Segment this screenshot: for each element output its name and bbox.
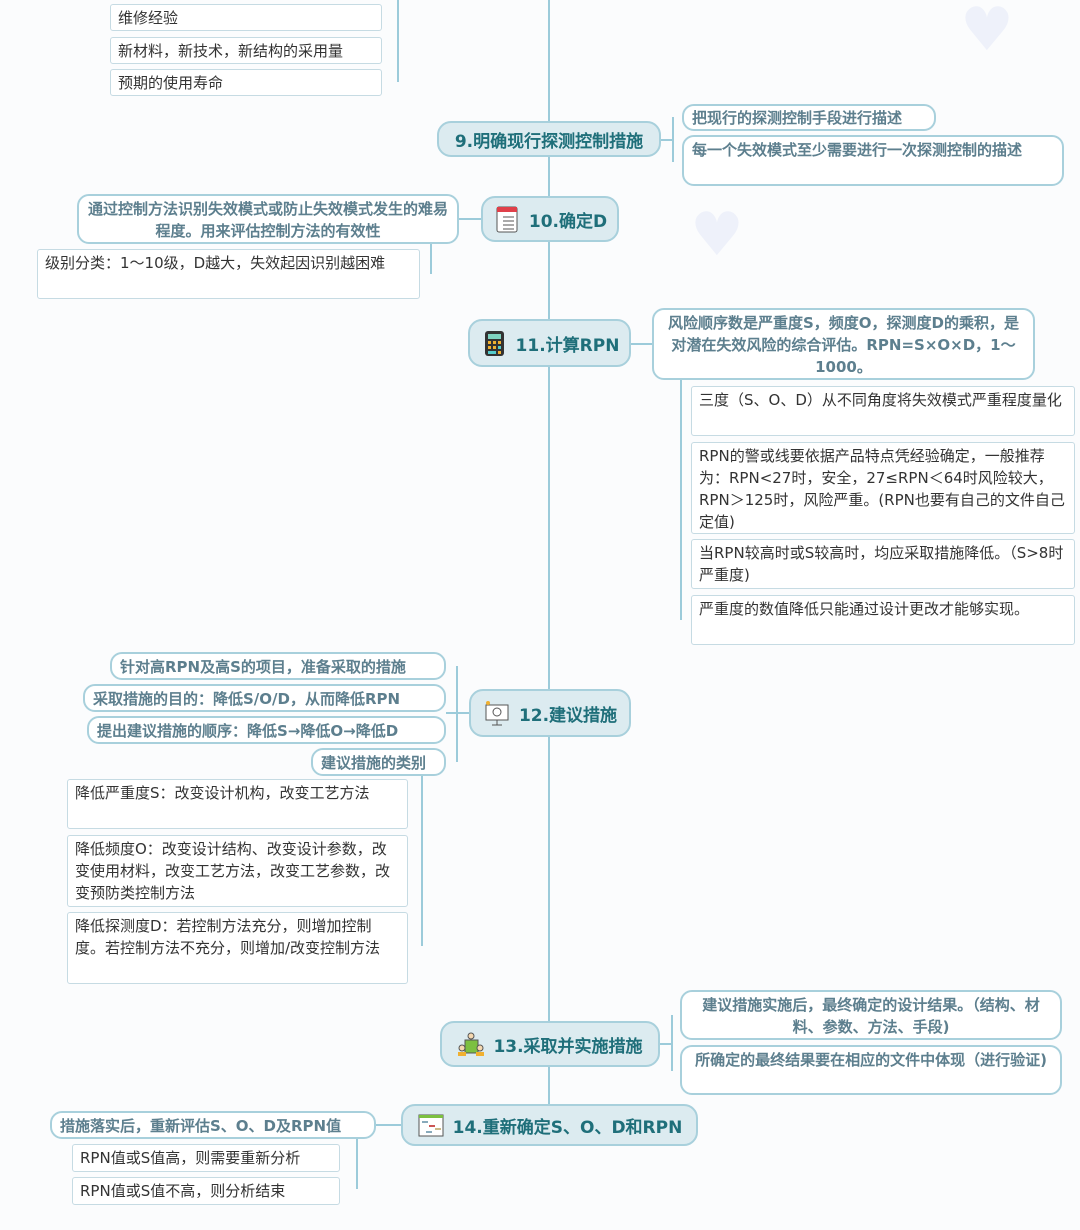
topic-label: 13.采取并实施措施 xyxy=(493,1036,643,1057)
topic-14[interactable]: 14.重新确定S、O、D和RPN xyxy=(401,1104,698,1146)
connector xyxy=(672,117,674,162)
subtopic[interactable]: 措施落实后，重新评估S、O、D及RPN值 xyxy=(50,1111,376,1139)
subtopic[interactable]: 每一个失效模式至少需要进行一次探测控制的描述 xyxy=(682,135,1064,186)
detail-node[interactable]: 降低严重度S：改变设计机构，改变工艺方法 xyxy=(67,779,408,829)
detail-node[interactable]: 级别分类：1～10级，D越大，失效起因识别越困难 xyxy=(37,249,420,299)
topic-label: 10.确定D xyxy=(528,211,608,232)
detail-node[interactable]: 严重度的数值降低只能通过设计更改才能够实现。 xyxy=(691,595,1075,645)
subtopic[interactable]: 所确定的最终结果要在相应的文件中体现（进行验证) xyxy=(680,1045,1062,1095)
subtopic[interactable]: 采取措施的目的：降低S/O/D，从而降低RPN xyxy=(83,684,446,712)
detail-node[interactable]: 三度（S、O、D）从不同角度将失效模式严重程度量化 xyxy=(691,386,1075,436)
heart-decoration-icon: ♥ xyxy=(960,0,1014,65)
connector xyxy=(376,1124,401,1126)
topic-12[interactable]: 12.建议措施 xyxy=(469,689,631,737)
detail-node[interactable]: RPN值或S值高，则需要重新分析 xyxy=(72,1144,340,1172)
detail-node[interactable]: RPN的警或线要依据产品特点凭经验确定，一般推荐为：RPN<27时，安全，27≤… xyxy=(691,442,1075,534)
subtopic[interactable]: 提出建议措施的顺序：降低S→降低O→降低D xyxy=(87,716,446,744)
connector xyxy=(661,139,673,141)
main-spine xyxy=(548,0,550,1110)
connector xyxy=(631,343,652,345)
topic-11[interactable]: 11.计算RPN xyxy=(468,319,631,367)
detail-node[interactable]: 当RPN较高时或S较高时，均应采取措施降低。（S>8时严重度) xyxy=(691,539,1075,589)
flowchart-icon xyxy=(418,1114,444,1137)
subtopic[interactable]: 建议措施的类别 xyxy=(311,748,446,776)
detail-node[interactable]: RPN值或S值不高，则分析结束 xyxy=(72,1177,340,1205)
detail-node[interactable]: 维修经验 xyxy=(110,4,382,31)
connector xyxy=(459,218,481,220)
subtopic[interactable]: 风险顺序数是严重度S，频度O，探测度D的乘积，是对潜在失效风险的综合评估。RPN… xyxy=(652,308,1035,380)
subtopic[interactable]: 通过控制方法识别失效模式或防止失效模式发生的难易程度。用来评估控制方法的有效性 xyxy=(77,194,459,244)
connector xyxy=(421,776,423,946)
subtopic[interactable]: 针对高RPN及高S的项目，准备采取的措施 xyxy=(110,652,446,680)
topic-label: 11.计算RPN xyxy=(515,335,620,356)
connector xyxy=(397,0,399,82)
topic-13[interactable]: 13.采取并实施措施 xyxy=(440,1021,660,1067)
topic-label: 12.建议措施 xyxy=(518,705,618,726)
calculator-icon xyxy=(484,331,504,356)
detail-node[interactable]: 降低探测度D：若控制方法充分，则增加控制度。若控制方法不充分，则增加/改变控制方… xyxy=(67,912,408,984)
presentation-icon xyxy=(485,701,509,726)
connector xyxy=(430,244,432,274)
subtopic[interactable]: 把现行的探测控制手段进行描述 xyxy=(682,104,936,131)
detail-node[interactable]: 预期的使用寿命 xyxy=(110,69,382,96)
checklist-icon xyxy=(496,206,518,233)
topic-label: 14.重新确定S、O、D和RPN xyxy=(452,1117,683,1138)
topic-9[interactable]: 9.明确现行探测控制措施 xyxy=(437,121,661,157)
topic-10[interactable]: 10.确定D xyxy=(481,196,619,242)
topic-label: 9.明确现行探测控制措施 xyxy=(454,131,644,152)
detail-node[interactable]: 新材料，新技术，新结构的采用量 xyxy=(110,37,382,64)
connector xyxy=(356,1139,358,1189)
connector xyxy=(456,666,458,762)
detail-node[interactable]: 降低频度O：改变设计结构、改变设计参数，改变使用材料，改变工艺方法，改变工艺参数… xyxy=(67,835,408,907)
heart-decoration-icon: ♥ xyxy=(690,200,744,270)
connector xyxy=(680,380,682,620)
subtopic[interactable]: 建议措施实施后，最终确定的设计结果。（结构、材料、参数、方法、手段) xyxy=(680,990,1062,1040)
meeting-icon xyxy=(458,1032,485,1056)
connector xyxy=(671,1015,673,1071)
connector xyxy=(660,1043,672,1045)
